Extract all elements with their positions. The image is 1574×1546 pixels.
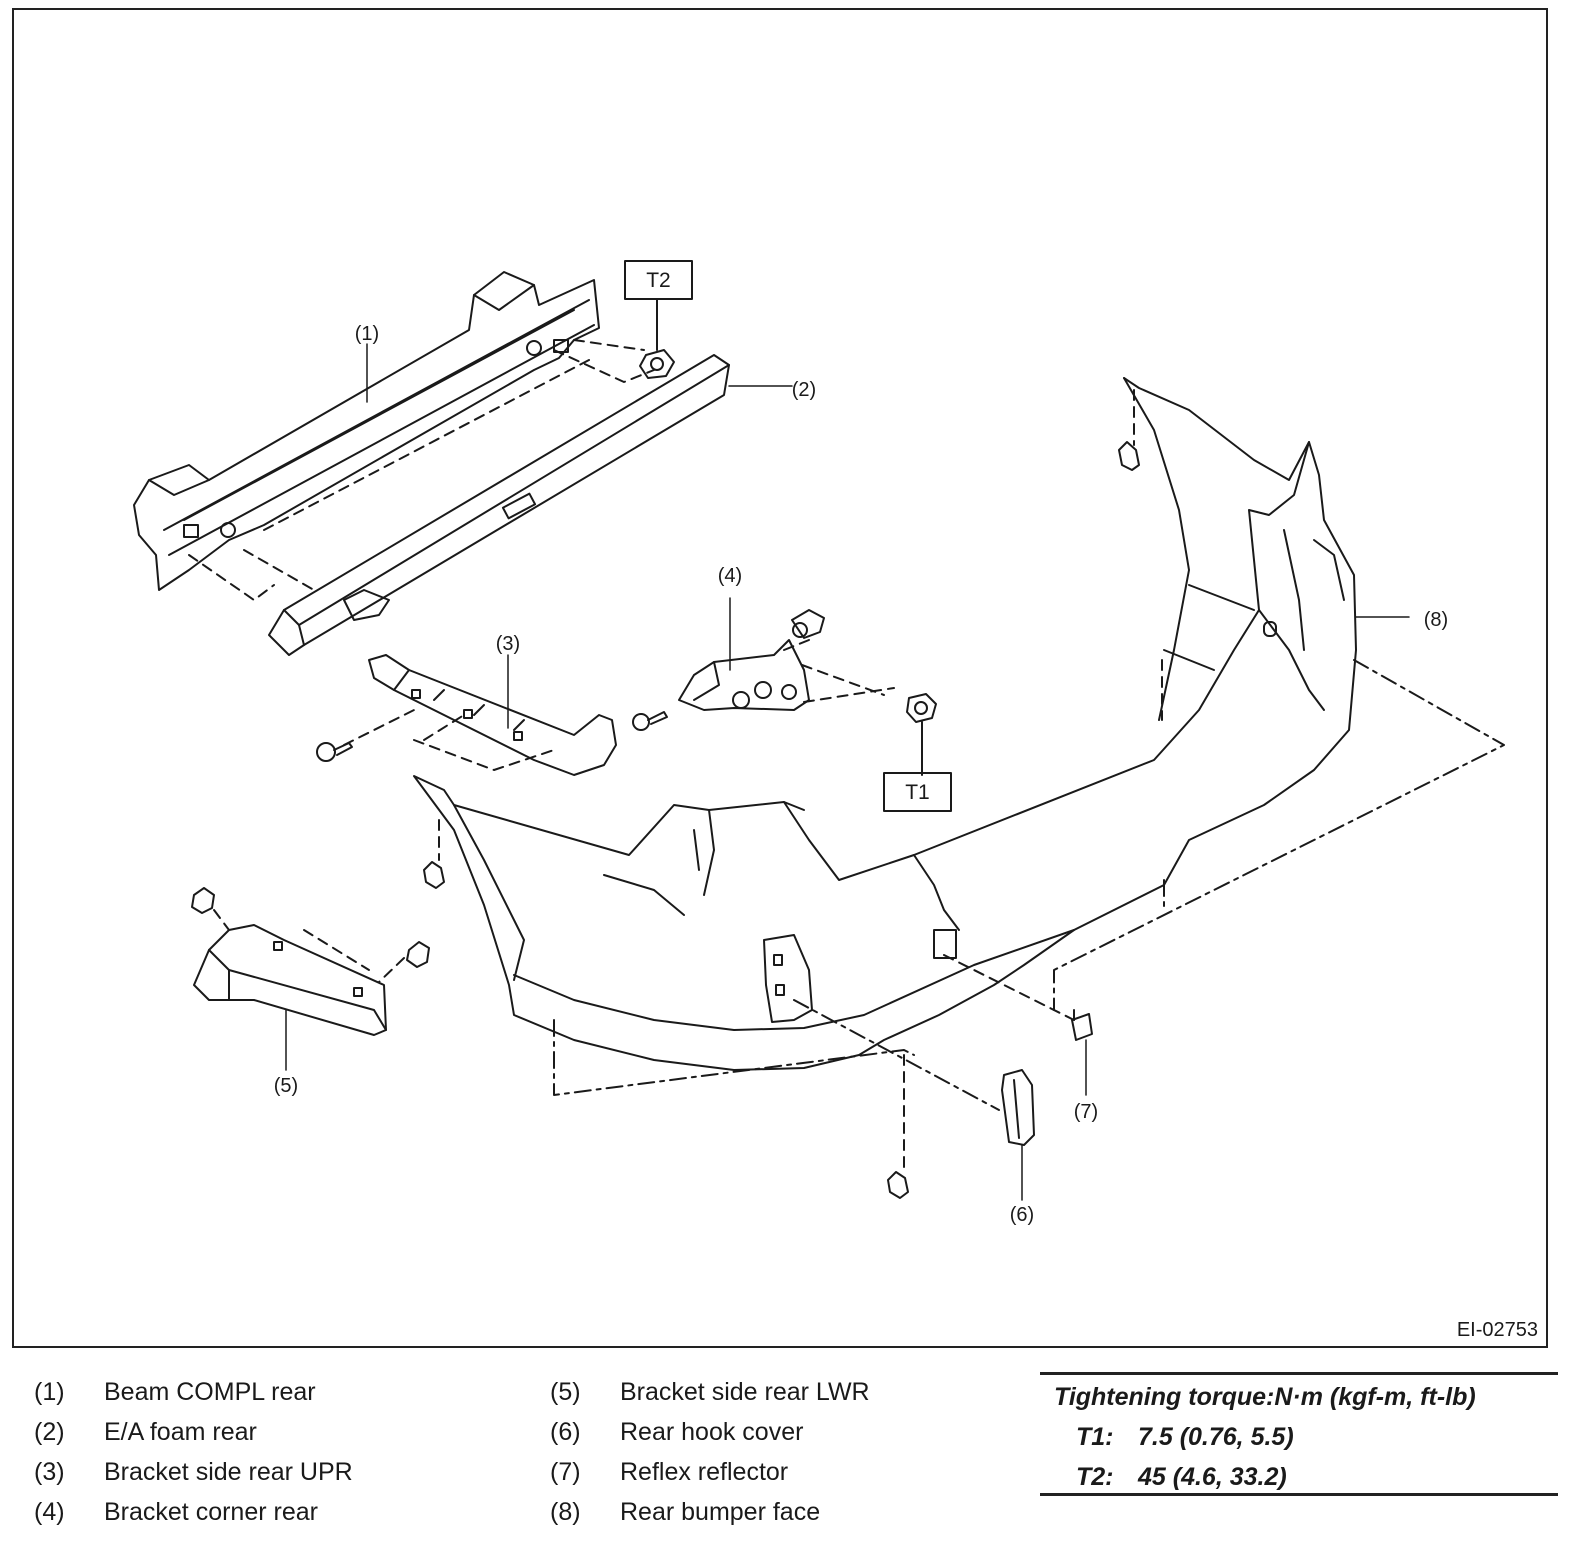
beam-compl-rear xyxy=(133,271,600,591)
legend-item: (4) Bracket corner rear xyxy=(34,1498,514,1538)
reflex-reflector xyxy=(1071,1013,1093,1041)
callout-5: (5) xyxy=(274,1075,298,1097)
torque-box-t2 xyxy=(624,260,693,300)
bracket-corner-rear xyxy=(678,639,810,711)
legend-item: (2) E/A foam rear xyxy=(34,1418,514,1458)
callout-4: (4) xyxy=(718,565,742,587)
callout-1: (1) xyxy=(355,323,379,345)
screw-bracket-upr xyxy=(316,742,353,762)
bracket-corner-dashed-lines xyxy=(783,639,895,703)
bracket-side-rear-upr xyxy=(368,654,617,776)
legend-item: (7) Reflex reflector xyxy=(550,1458,1030,1498)
legend-part-name: Beam COMPL rear xyxy=(104,1378,316,1406)
clip-bumper-upper-right xyxy=(1118,441,1140,471)
torque-title: Tightening torque:N·m (kgf-m, ft-lb) xyxy=(1054,1383,1476,1411)
assembly-dashdot-lines xyxy=(553,659,1505,1111)
clip-bumper-bottom xyxy=(887,1171,909,1199)
bracket-lwr-dashed-lines xyxy=(213,909,405,983)
legend-number: (7) xyxy=(550,1458,581,1486)
legend-right-column: (5) Bracket side rear LWR (6) Rear hook … xyxy=(550,1378,1030,1538)
torque-table: Tightening torque:N·m (kgf-m, ft-lb) T1:… xyxy=(1040,1372,1558,1496)
legend-part-name: Bracket side rear UPR xyxy=(104,1458,353,1486)
legend-number: (6) xyxy=(550,1418,581,1446)
torque-box-t1 xyxy=(883,772,952,812)
bracket-upr-dashed-lines xyxy=(343,709,555,771)
legend-number: (5) xyxy=(550,1378,581,1406)
legend-part-name: Reflex reflector xyxy=(620,1458,789,1486)
torque-row-t1: T1: 7.5 (0.76, 5.5) xyxy=(1076,1423,1294,1452)
screw-bracket-corner xyxy=(632,711,668,731)
callout-2: (2) xyxy=(792,379,816,401)
callout-7: (7) xyxy=(1074,1101,1098,1123)
torque-value: 7.5 (0.76, 5.5) xyxy=(1138,1423,1294,1451)
torque-label-t2: T2 xyxy=(646,269,671,292)
legend-item: (1) Beam COMPL rear xyxy=(34,1378,514,1418)
exploded-diagram: (1) (2) (3) (4) (5) (6) (7) (8) T2 T1 EI… xyxy=(12,8,1548,1348)
legend-number: (4) xyxy=(34,1498,65,1526)
ea-foam-rear xyxy=(268,354,730,656)
callout-8: (8) xyxy=(1424,609,1448,631)
legend-number: (3) xyxy=(34,1458,65,1486)
legend-left-column: (1) Beam COMPL rear (2) E/A foam rear (3… xyxy=(34,1378,514,1538)
bolt-t1 xyxy=(906,693,937,723)
figure-id: EI-02753 xyxy=(1456,1319,1538,1341)
bumper-dashed-lines xyxy=(438,389,1163,1171)
legend-part-name: E/A foam rear xyxy=(104,1418,257,1446)
legend-number: (8) xyxy=(550,1498,581,1526)
legend-item: (6) Rear hook cover xyxy=(550,1418,1030,1458)
clip-lwr-upper xyxy=(191,887,215,914)
flange-nut xyxy=(639,349,675,379)
legend-item: (5) Bracket side rear LWR xyxy=(550,1378,1030,1418)
clip-corner-upper xyxy=(791,609,825,639)
legend-item: (3) Bracket side rear UPR xyxy=(34,1458,514,1498)
assembly-dashed-lines-upper xyxy=(188,339,655,601)
rear-hook-cover xyxy=(1001,1069,1035,1146)
clip-bumper-left xyxy=(423,861,445,889)
legend-item: (8) Rear bumper face xyxy=(550,1498,1030,1538)
rear-bumper-face xyxy=(413,377,1357,1071)
callout-6: (6) xyxy=(1010,1204,1034,1226)
torque-row-t2: T2: 45 (4.6, 33.2) xyxy=(1076,1463,1287,1492)
legend-number: (1) xyxy=(34,1378,65,1406)
callout-3: (3) xyxy=(496,633,520,655)
legend-part-name: Bracket side rear LWR xyxy=(620,1378,870,1406)
torque-key: T1: xyxy=(1076,1423,1114,1451)
legend-part-name: Rear bumper face xyxy=(620,1498,821,1526)
leader-lines xyxy=(285,343,1410,1201)
bracket-side-rear-lwr xyxy=(193,924,387,1036)
legend-number: (2) xyxy=(34,1418,65,1446)
torque-value: 45 (4.6, 33.2) xyxy=(1138,1463,1287,1491)
legend-part-name: Bracket corner rear xyxy=(104,1498,318,1526)
clip-lwr-right xyxy=(406,941,430,968)
torque-label-t1: T1 xyxy=(905,781,930,804)
diagram-canvas: (1) (2) (3) (4) (5) (6) (7) (8) T2 T1 xyxy=(133,260,1505,1226)
legend-part-name: Rear hook cover xyxy=(620,1418,804,1446)
torque-key: T2: xyxy=(1076,1463,1114,1491)
